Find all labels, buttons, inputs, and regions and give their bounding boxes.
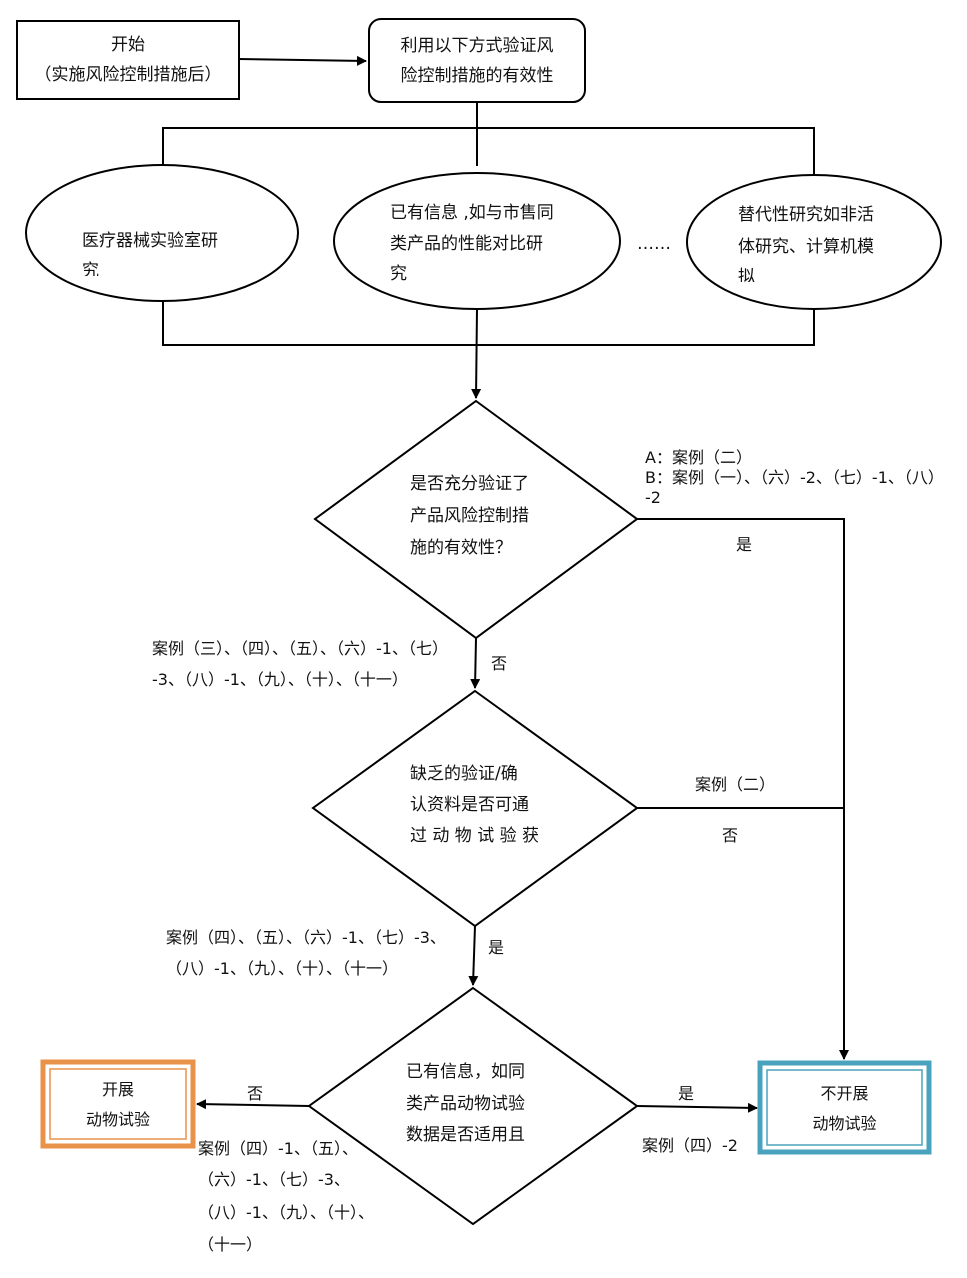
decision2-yes-label: 是: [488, 938, 505, 957]
decision2-yes-cases-line-1: 案例（四）、（五）、（六）-1、（七）-3、: [166, 928, 446, 947]
method-alternative-ellipse: [686, 174, 942, 310]
decision1-line-1: 是否充分验证了: [410, 474, 529, 494]
conduct-line-2: 动物试验: [85, 1110, 150, 1129]
decision2-yes-cases-line-2: （八）-1、（九）、（十）、（十一）: [166, 959, 398, 978]
method-alternative-line-3: 拟: [738, 267, 755, 282]
method-existing-line-2: 类产品的性能对比研: [390, 234, 543, 254]
verify-line-2: 险控制措施的有效性: [400, 66, 554, 86]
decision3-no-cases-line-1: 案例（四）-1、（五）、: [198, 1139, 358, 1158]
decision1-yes-cases-line-2: B：案例（一）、（六）-2、（七）-1、（八）: [645, 468, 944, 487]
decision3-no-label: 否: [247, 1084, 264, 1103]
decision1-yes-label: 是: [736, 535, 753, 554]
decision3-no-cases-line-2: （六）-1、（七）-3、: [198, 1170, 350, 1189]
method-alternative-line-2: 体研究、计算机模: [738, 237, 874, 257]
decision1-yes-cases-line-1: A：案例（二）: [645, 448, 752, 467]
methods-bottom-bracket: [162, 301, 815, 346]
decision1-no-cases-line-2: -3、（八）-1、（九）、（十）、（十一）: [152, 670, 408, 689]
decision1-no-label: 否: [491, 654, 508, 673]
method-alternative-line-1: 替代性研究如非活: [738, 205, 874, 225]
not-conduct-box-inner: [766, 1069, 923, 1146]
decision2-line-3: 过 动 物 试 验 获: [410, 826, 540, 846]
decision1-line-3: 施的有效性？: [410, 538, 512, 558]
start-sublabel: （实施风险控制措施后）: [34, 65, 222, 85]
decision1-yes-line: [637, 518, 849, 1060]
verify-line-1: 利用以下方式验证风: [400, 36, 554, 56]
methods-top-bracket: [162, 127, 815, 174]
start-label: 开始: [111, 35, 145, 55]
not-conduct-box-text: 不开展 动物试验: [760, 1079, 929, 1139]
arrow-decision1-to-decision2: [470, 637, 481, 689]
method-lab-line-2: 究: [82, 261, 99, 276]
not-conduct-line-2: 动物试验: [812, 1114, 877, 1133]
not-conduct-line-1: 不开展: [820, 1084, 869, 1103]
decision3-line-1: 已有信息，如同: [406, 1062, 525, 1082]
method-existing-line-1: 已有信息 ,如与市售同: [390, 203, 554, 223]
conduct-line-1: 开展: [101, 1080, 134, 1099]
start-box: [16, 20, 240, 100]
decision3-yes-label: 是: [678, 1084, 695, 1103]
decision1-line-2: 产品风险控制措: [410, 506, 529, 526]
decision2-line-2: 认资料是否可通: [410, 795, 529, 815]
decision1-no-cases-line-1: 案例（三）、（四）、（五）、（六）-1、（七）: [152, 639, 448, 658]
conduct-box-inner: [49, 1068, 187, 1140]
method-lab-ellipse: [25, 164, 299, 302]
arrow-decision3-no: [196, 1099, 310, 1110]
decision3-line-2: 类产品动物试验: [406, 1094, 525, 1114]
decision3-no-cases-line-4: （十一）: [198, 1235, 263, 1252]
methods-ellipsis: ……: [637, 234, 671, 254]
conduct-box-text: 开展 动物试验: [43, 1075, 193, 1135]
decision2-line-1: 缺乏的验证/确: [410, 764, 518, 784]
decision3-no-cases-line-3: （八）-1、（九）、（十）、: [198, 1203, 374, 1222]
decision3-yes-cases: 案例（四）-2: [642, 1136, 738, 1155]
verify-box-text: 利用以下方式验证风 险控制措施的有效性: [369, 31, 585, 91]
start-box-text: 开始 （实施风险控制措施后）: [17, 30, 239, 90]
arrow-start-to-verify: [238, 55, 367, 66]
arrow-to-decision1: [471, 308, 482, 399]
decision2-no-cases: 案例（二）: [695, 775, 776, 794]
decision3-diamond: [307, 986, 639, 1226]
decision2-no-label: 否: [722, 826, 739, 845]
method-lab-line-1: 医疗器械实验室研: [82, 231, 218, 251]
method-existing-line-3: 究: [390, 264, 407, 281]
decision3-line-3: 数据是否适用且: [406, 1125, 525, 1145]
arrow-decision3-yes: [636, 1102, 758, 1113]
arrow-decision2-to-decision3: [468, 925, 479, 986]
decision1-yes-cases-line-3: -2: [645, 488, 661, 507]
